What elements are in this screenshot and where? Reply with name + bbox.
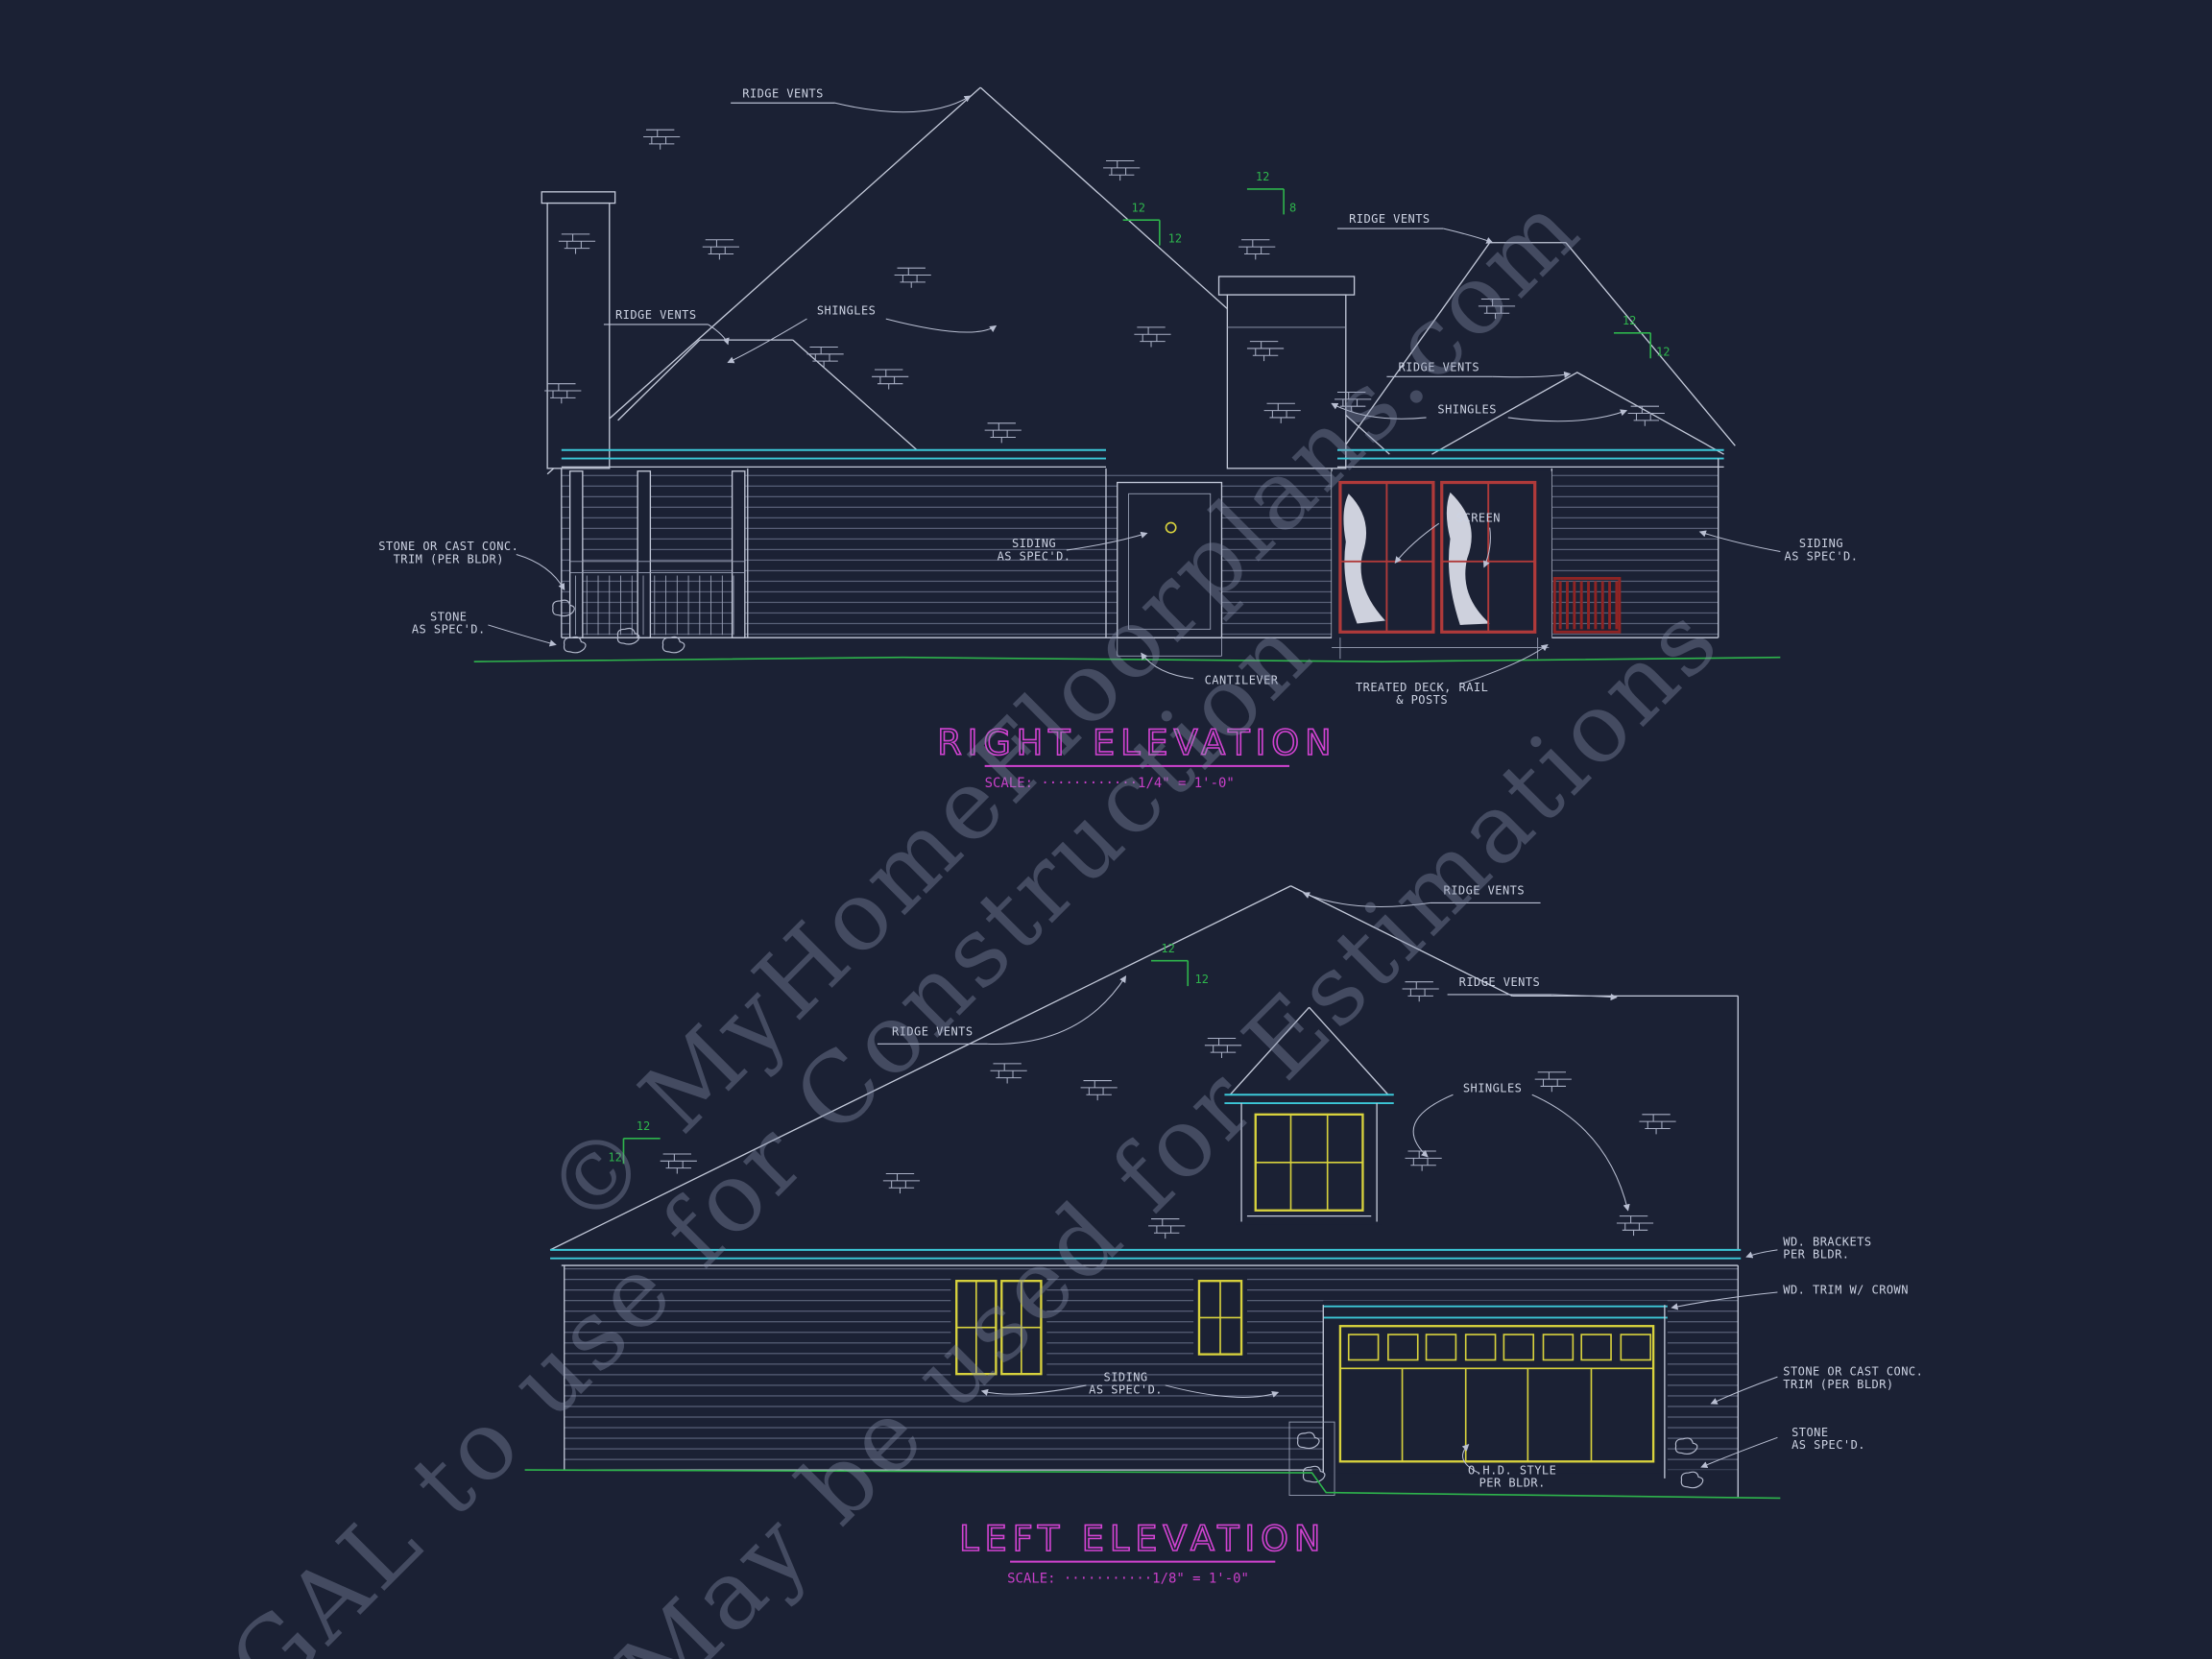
label-shingles-left: SHINGLES	[817, 304, 876, 318]
door-opening	[1117, 481, 1223, 638]
label-wd-brackets: WD. BRACKETS	[1783, 1235, 1871, 1248]
label-stone-trim: TRIM (PER BLDR)	[394, 552, 504, 565]
label-siding-center: AS SPEC'D.	[998, 549, 1071, 563]
pitch-symbols: 12 12 12 8 12 12	[1122, 170, 1671, 358]
right-elevation-scale: SCALE: ············1/4" = 1'-0"	[985, 776, 1235, 791]
label-shingles-right: SHINGLES	[1437, 403, 1496, 417]
label-ridge-vents-top: RIDGE VENTS	[1444, 884, 1526, 898]
roof-lines	[549, 885, 1739, 1251]
label-ridge-vents-top: RIDGE VENTS	[742, 86, 824, 100]
dormer	[1224, 1006, 1394, 1225]
label-ridge-vents-left: RIDGE VENTS	[892, 1025, 974, 1039]
label-wd-trim: WD. TRIM W/ CROWN	[1783, 1283, 1909, 1296]
label-stone: STONE	[1791, 1426, 1828, 1439]
label-stone: STONE	[430, 611, 467, 624]
label-ridge-vents-upper-right: RIDGE VENTS	[1349, 212, 1431, 226]
lattice-vent	[1552, 576, 1622, 634]
pitch-run: 12	[1195, 973, 1210, 986]
chimney	[1217, 276, 1356, 469]
pitch-symbols: 12 12 12 12	[608, 942, 1209, 1164]
label-siding-right: AS SPEC'D.	[1785, 549, 1859, 563]
watermark-site: © MyHomeFloorplans.com	[523, 171, 1601, 1249]
label-siding: AS SPEC'D.	[1089, 1383, 1163, 1397]
label-ohd: O.H.D. STYLE	[1468, 1464, 1556, 1478]
leader-lines	[877, 892, 1778, 1474]
label-stone-trim: STONE OR CAST CONC.	[378, 540, 518, 553]
annotation-labels: RIDGE VENTS RIDGE VENTS SHINGLES RIDGE V…	[378, 86, 1858, 707]
garage-door	[1338, 1325, 1655, 1463]
label-ridge-vents-lower-right: RIDGE VENTS	[1399, 360, 1480, 373]
right-elevation-drawing: 12 12 12 8 12 12 RIDGE VENTS RIDGE VENTS…	[378, 86, 1858, 791]
left-elevation-title: LEFT ELEVATION	[959, 1518, 1326, 1559]
screen-porch	[1332, 470, 1552, 641]
label-deck: TREATED DECK, RAIL	[1356, 681, 1488, 694]
label-stone: AS SPEC'D.	[1791, 1438, 1865, 1452]
pitch-rise: 12	[1256, 170, 1270, 183]
pitch-rise: 12	[1132, 201, 1145, 214]
label-screen: SCREEN	[1456, 512, 1501, 525]
label-deck: & POSTS	[1396, 693, 1448, 707]
pitch-run: 12	[1656, 345, 1670, 358]
small-window	[1193, 1275, 1247, 1360]
label-ohd: PER BLDR.	[1479, 1477, 1546, 1490]
porch-rail	[568, 470, 746, 638]
left-elevation-drawing: 12 12 12 12 RIDGE VENTS RIDGE VENTS RIDG…	[524, 884, 1923, 1587]
leader-lines	[488, 95, 1781, 685]
label-siding: SIDING	[1104, 1371, 1148, 1384]
pitch-rise: 12	[637, 1119, 651, 1133]
label-siding-right: SIDING	[1799, 537, 1843, 550]
pitch-rise: 12	[1623, 314, 1636, 327]
label-shingles: SHINGLES	[1463, 1081, 1522, 1094]
pitch-run: 12	[608, 1150, 622, 1164]
pitch-run: 8	[1289, 201, 1296, 214]
label-stone-trim: STONE OR CAST CONC.	[1783, 1365, 1923, 1379]
ground-line	[524, 1469, 1781, 1500]
garage	[1322, 1300, 1668, 1479]
label-stone-trim: TRIM (PER BLDR)	[1783, 1378, 1893, 1391]
label-siding-center: SIDING	[1012, 537, 1056, 550]
label-ridge-vents-left: RIDGE VENTS	[615, 308, 697, 322]
label-ridge-vents-right: RIDGE VENTS	[1459, 975, 1541, 989]
double-window	[950, 1275, 1047, 1381]
right-elevation-title: RIGHT ELEVATION	[937, 722, 1336, 763]
stone-piers	[1288, 1421, 1704, 1496]
light-fixture	[1165, 521, 1177, 534]
deck-foundation	[1117, 637, 1550, 660]
fascia-bands	[561, 448, 1724, 469]
pitch-rise: 12	[1161, 942, 1175, 955]
label-wd-brackets: PER BLDR.	[1783, 1248, 1849, 1262]
label-stone: AS SPEC'D.	[412, 623, 486, 637]
left-elevation-scale: SCALE: ···········1/8" = 1'-0"	[1007, 1572, 1249, 1587]
annotation-labels: RIDGE VENTS RIDGE VENTS RIDGE VENTS SHIN…	[892, 884, 1923, 1490]
pitch-run: 12	[1168, 232, 1183, 246]
left-chimney	[541, 191, 616, 469]
label-cantilever: CANTILEVER	[1205, 674, 1279, 687]
